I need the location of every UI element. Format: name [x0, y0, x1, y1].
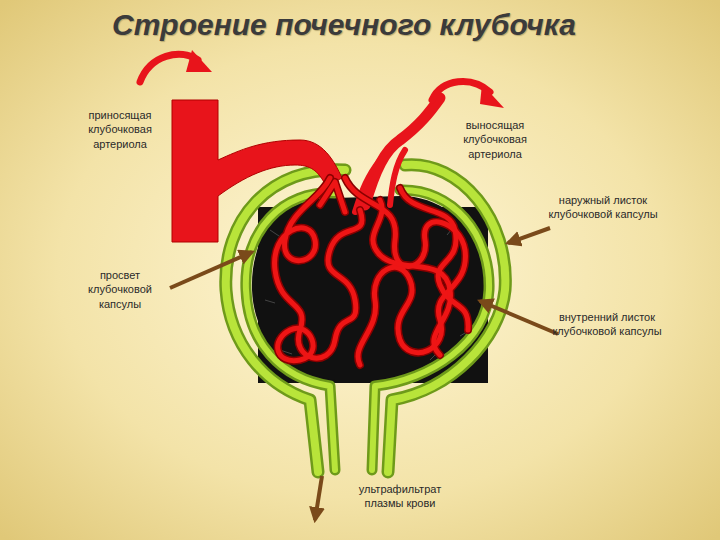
capillary-tangle	[275, 178, 469, 365]
callout-label: выносящая клубочковая артериола	[440, 118, 550, 161]
efferent-arteriole	[355, 98, 440, 212]
callout-label: наружный листок клубочковой капсулы	[548, 193, 658, 222]
leader-arrow	[170, 228, 558, 520]
callout-label: просвет клубочковой капсулы	[70, 268, 170, 311]
callout-label: ультрафильтрат плазмы крови	[345, 482, 455, 511]
diagram-title: Строение почечного клубочка	[112, 8, 576, 42]
callout-label: внутренний листок клубочковой капсулы	[552, 310, 662, 339]
afferent-arteriole	[172, 100, 342, 242]
blood-flow-arrow	[432, 82, 504, 108]
blood-flow-arrow	[140, 50, 212, 82]
callout-label: приносящая клубочковая артериола	[65, 108, 175, 151]
capsule-outer-layer	[226, 165, 506, 472]
